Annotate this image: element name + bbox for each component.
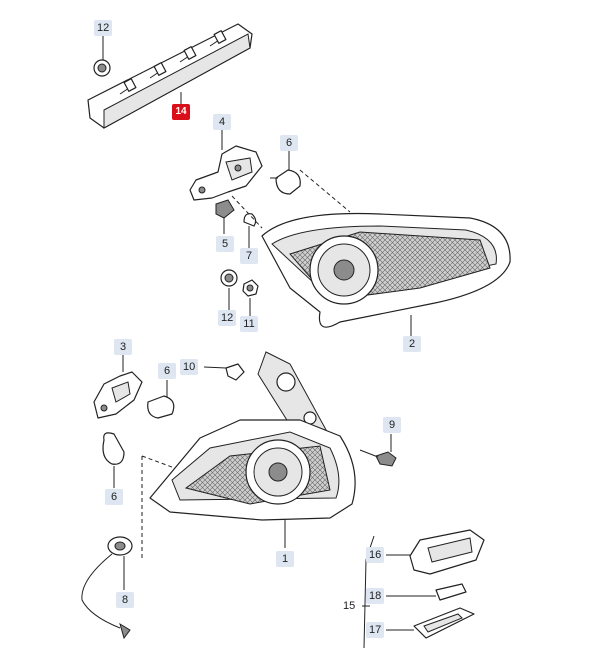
callout-16: 16	[366, 547, 385, 563]
callout-14: 14	[172, 104, 190, 120]
callout-9: 9	[383, 417, 401, 433]
callout-6-top: 6	[280, 135, 298, 151]
tail-light-outer-part-2	[231, 169, 511, 336]
callout-11: 11	[240, 316, 258, 332]
callout-6-low: 6	[105, 489, 123, 505]
brake-light-bar-part-14	[87, 23, 253, 129]
screw-part-10	[203, 363, 245, 381]
callout-1: 1	[276, 551, 294, 567]
nut-part-11	[242, 279, 259, 316]
callout-12-top: 12	[94, 20, 113, 36]
callout-8: 8	[116, 592, 134, 608]
callout-18: 18	[366, 588, 385, 604]
gasket-part-17	[386, 607, 475, 639]
bulb-part-6-top	[270, 150, 301, 195]
grommet-part-12-mid	[220, 269, 238, 310]
callout-10: 10	[180, 359, 199, 375]
callout-15: 15	[343, 600, 356, 612]
grommet-part-12-top	[93, 36, 111, 77]
small-bulb-part-7	[243, 213, 257, 248]
callout-17: 17	[366, 622, 385, 638]
wiring-harness-part-8	[81, 536, 133, 640]
callout-3: 3	[114, 339, 132, 355]
lamp-housing-part-16	[386, 529, 485, 575]
socket-part-5	[215, 199, 235, 234]
festoon-bulb-part-18	[386, 583, 467, 601]
callout-6-mid: 6	[158, 363, 176, 379]
tail-light-lower-part-1	[141, 419, 356, 560]
bulb-part-6-low	[102, 432, 125, 488]
bulb-holder-part-3	[93, 354, 143, 419]
callout-4: 4	[213, 114, 231, 130]
bulb-part-6-mid	[147, 380, 175, 419]
callout-7: 7	[240, 248, 258, 264]
bolt-part-9	[359, 434, 397, 467]
callout-2: 2	[403, 336, 421, 352]
callout-5: 5	[216, 236, 234, 252]
callout-12-mid: 12	[218, 310, 237, 326]
bulb-holder-part-4	[189, 128, 263, 201]
